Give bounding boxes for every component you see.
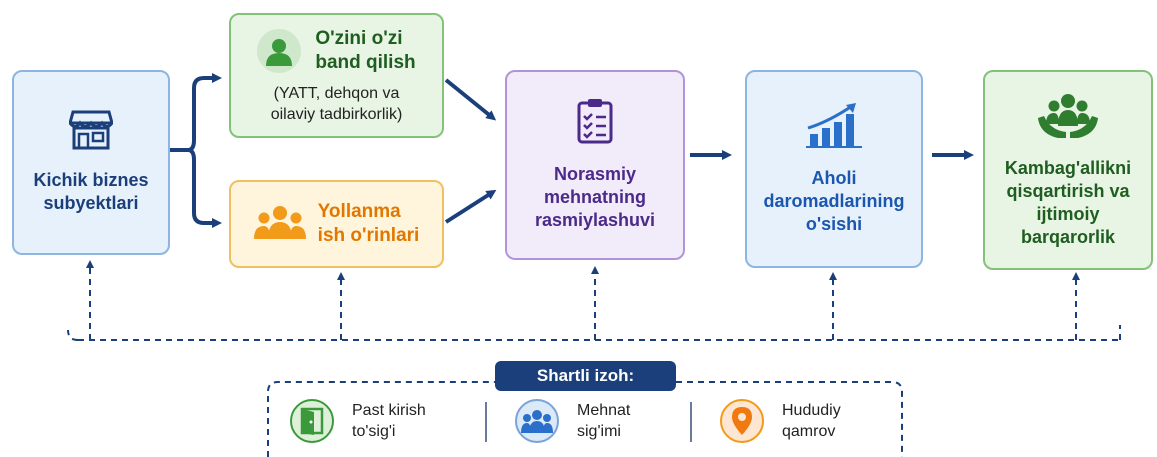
legend-label: Past kirish to'sig'i (352, 402, 426, 440)
group-icon (253, 205, 306, 244)
branch-arrows (170, 73, 974, 228)
location-pin-icon (720, 399, 764, 443)
node-small-business: Kichik biznes subyektlari (12, 70, 170, 255)
node-label: Yollanma ish o'rinlari (317, 201, 420, 246)
node-poverty-reduction: Kambag'allikni qisqartirish va ijtimoiy … (983, 70, 1153, 270)
legend-divider (690, 402, 692, 442)
community-hands-icon (1036, 92, 1100, 147)
legend-item-low-entry-barrier: Past kirish to'sig'i (290, 399, 426, 443)
node-formalization: Norasmiy mehnatning rasmiylashuvi (505, 70, 685, 260)
people-icon (515, 399, 559, 443)
storefront-icon (68, 110, 114, 155)
feedback-loop (67, 260, 1121, 457)
node-self-employment: O'zini o'zi band qilish (YATT, dehqon va… (229, 13, 444, 138)
legend-divider (485, 402, 487, 442)
legend-item-labor-intensity: Mehnat sig'imi (515, 399, 630, 443)
node-hired-jobs: Yollanma ish o'rinlari (229, 180, 444, 268)
node-label: Aholi daromadlarining o'sishi (763, 168, 905, 234)
legend-label: Mehnat sig'imi (577, 402, 631, 440)
clipboard-checklist-icon (577, 98, 613, 149)
node-title: O'zini o'zi band qilish (315, 28, 416, 73)
node-label: Norasmiy mehnatning rasmiylashuvi (534, 164, 656, 230)
node-subtitle: (YATT, dehqon va oilaviy tadbirkorlik) (270, 85, 403, 123)
person-icon (257, 29, 302, 73)
legend-label: Hududiy qamrov (782, 402, 841, 440)
node-label: Kambag'allikni qisqartirish va ijtimoiy … (1004, 157, 1132, 247)
door-icon (290, 399, 334, 443)
node-label: Kichik biznes subyektlari (33, 170, 149, 213)
legend-title: Shartli izoh: (495, 361, 676, 391)
legend-item-regional-coverage: Hududiy qamrov (720, 399, 841, 443)
node-income-growth: Aholi daromadlarining o'sishi (745, 70, 923, 268)
growth-chart-icon (806, 102, 862, 153)
